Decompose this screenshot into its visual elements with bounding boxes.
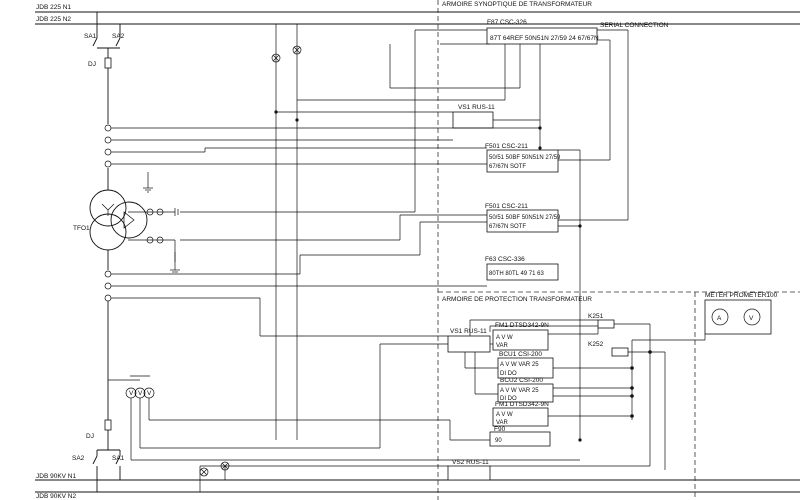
current-transformer-icon (146, 208, 154, 216)
relay-f90: F90 90 (489, 426, 551, 447)
relay-vs2: VS2 RUS-11 (447, 459, 491, 481)
relay-f87: F87 CSC-326 87T 64REF 50N51N 27/59 24 67… (486, 19, 669, 221)
relay-k252-title: K252 (588, 341, 604, 348)
meter-fm1: FM1 DTSD342-9N A V W VAR (492, 322, 549, 351)
voltage-transformer-icon: V V V (108, 375, 155, 399)
relay-f501b-line2: 67/67N SOTF (489, 224, 526, 230)
current-transformer-icon (146, 236, 154, 244)
lamp-icon (199, 461, 230, 477)
transformer-icon (89, 189, 148, 251)
junction-dots (578, 350, 652, 442)
meter-fm1-line2: VAR (496, 343, 509, 349)
relay-f87-title: F87 CSC-326 (487, 19, 527, 26)
relay-f501-a: F501 CSC-211 50/51 50BF 50N51N 27/59 67/… (485, 143, 561, 173)
busbar-label-top-n2: JDB 225 N2 (36, 16, 71, 23)
current-transformer-icon (104, 160, 112, 168)
switch-icon (104, 419, 112, 431)
meter-fm2-line1: A V W (496, 412, 513, 418)
relay-vs1-top: VS1 RUS-11 (452, 44, 541, 150)
current-transformer-icon (156, 236, 164, 244)
bcu2-title: BCU2 CSI-200 (500, 377, 543, 384)
bcu1-line2: DI DO (500, 371, 517, 377)
serial-connection-label: SERIAL CONNECTION (600, 22, 669, 29)
current-transformer-icon (104, 294, 112, 302)
bcu1-title: BCU1 CSI-200 (499, 351, 542, 358)
bottom-switchgear: DJ SA2 SA1 (72, 419, 125, 492)
meter-prometer-title: METER PROMETER100 (705, 292, 778, 299)
lamp-icon (271, 45, 302, 63)
svg-text:V: V (138, 390, 143, 397)
top-switchgear: SA1 SA2 DJ (84, 12, 125, 124)
current-transformer-icon (104, 270, 112, 278)
relay-vs1-bottom: VS1 RUS-11 (447, 328, 491, 353)
relay-vs1-bottom-title: VS1 RUS-11 (450, 328, 487, 335)
meter-fm1-title: FM1 DTSD342-9N (495, 322, 549, 329)
bcu2-line2: DI DO (500, 396, 517, 402)
relay-k252: K252 (588, 341, 629, 357)
svg-text:V: V (129, 390, 134, 397)
busbar-label-top-n1: JDB 225 N1 (36, 4, 71, 11)
synoptic-cabinet-title: ARMOIRE SYNOPTIQUE DE TRANSFORMATEUR (442, 1, 592, 8)
bcu1: BCU1 CSI-200 A V W VAR 25 DI DO (497, 351, 554, 379)
relay-f63-title: F63 CSC-336 (485, 256, 525, 263)
relay-f501a-line2: 67/67N SOTF (489, 164, 526, 170)
meter-a-label: A (717, 315, 722, 322)
switch-label-sa1-bottom: SA1 (112, 455, 125, 462)
bcu2: BCU2 CSI-200 A V W VAR 25 DI DO (497, 377, 554, 403)
main-feeder: TFO1 (73, 124, 180, 420)
junction-dots (274, 110, 582, 228)
meter-fm2-line2: VAR (496, 420, 509, 426)
busbar-label-bottom-n1: JDB 90KV N1 (36, 473, 76, 480)
current-transformer-icon (156, 208, 164, 216)
relay-f501-b: F501 CSC-211 50/51 50BF 50N51N 27/59 67/… (485, 203, 561, 233)
relay-f501b-line1: 50/51 50BF 50N51N 27/59 (489, 215, 561, 221)
switch-label-dj-bottom: DJ (86, 433, 94, 440)
transformer-label: TFO1 (73, 225, 90, 232)
relay-f90-value: 90 (495, 438, 502, 444)
relay-f501b-title: F501 CSC-211 (485, 203, 528, 210)
switch-label-dj-top: DJ (88, 61, 96, 68)
protection-cabinet-title: ARMOIRE DE PROTECTION TRANSFORMATEUR (442, 296, 592, 303)
relay-f87-functions: 87T 64REF 50N51N 27/59 24 67/67N (490, 35, 599, 42)
svg-text:V: V (147, 390, 152, 397)
relay-vs1-top-title: VS1 RUS-11 (458, 104, 495, 111)
switch-label-sa1-top: SA1 (84, 33, 97, 40)
relay-f90-title: F90 (494, 426, 506, 433)
relay-k251-title: K251 (588, 313, 604, 320)
busbars: JDB 225 N1 JDB 225 N2 JDB 90KV N1 JDB 90… (35, 4, 800, 500)
switch-label-sa2-top: SA2 (112, 33, 125, 40)
relay-vs2-title: VS2 RUS-11 (452, 459, 489, 466)
synoptic-wiring (111, 24, 581, 440)
current-transformer-icon (104, 148, 112, 156)
bcu1-line1: A V W VAR 25 (500, 362, 539, 368)
busbar-label-bottom-n2: JDB 90KV N2 (36, 493, 76, 500)
relay-f63: F63 CSC-336 80TH 80TL 49 71 63 (485, 256, 559, 281)
current-transformer-icon (104, 124, 112, 132)
meter-v-label: V (749, 315, 754, 322)
protection-wiring (130, 319, 706, 492)
switch-icon (104, 57, 112, 69)
relay-f63-functions: 80TH 80TL 49 71 63 (489, 271, 544, 277)
meter-fm2-title: FM1 DTSD342-9N (495, 401, 549, 408)
cabinet-borders: ARMOIRE SYNOPTIQUE DE TRANSFORMATEUR ARM… (437, 0, 800, 500)
current-transformer-icon (104, 136, 112, 144)
current-transformer-icon (104, 282, 112, 290)
bcu2-line1: A V W VAR 25 (500, 388, 539, 394)
switch-label-sa2-bottom: SA2 (72, 455, 85, 462)
meter-fm1-line1: A V W (496, 335, 513, 341)
meter-prometer: METER PROMETER100 A V (704, 292, 778, 335)
meter-fm2: FM1 DTSD342-9N A V W VAR (492, 401, 549, 427)
relay-f501a-title: F501 CSC-211 (485, 143, 528, 150)
relay-f501a-line1: 50/51 50BF 50N51N 27/59 (489, 155, 561, 161)
